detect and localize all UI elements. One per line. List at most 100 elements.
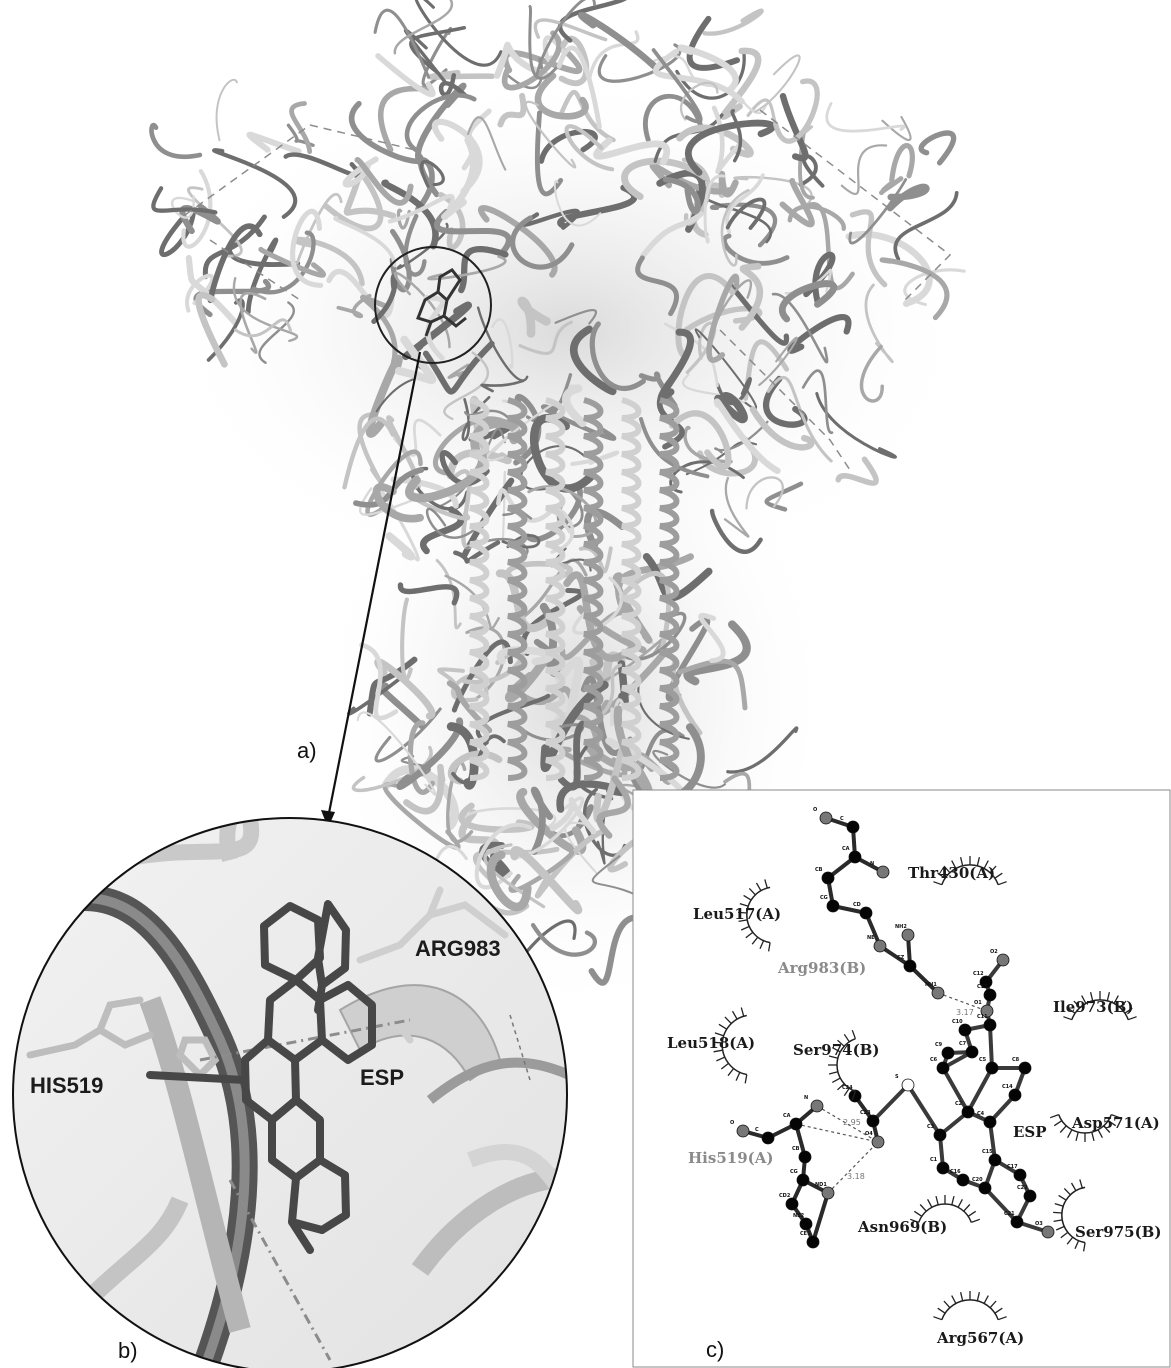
atom-label: C4 — [977, 1111, 985, 1117]
atom-label: CG — [820, 895, 828, 901]
ribbon-strand — [827, 104, 905, 132]
atom-label: O — [730, 1120, 734, 1126]
atom — [902, 929, 914, 941]
atom — [1011, 1216, 1023, 1228]
panel-label-c: c) — [706, 1337, 724, 1362]
atom-label: C2 — [955, 1101, 963, 1107]
residue-ser974: Ser974(B) — [793, 1041, 879, 1059]
atom-label: O1 — [974, 1000, 982, 1006]
atom — [942, 1047, 954, 1059]
atom-label: C5 — [979, 1057, 987, 1063]
panel-label-b: b) — [118, 1338, 138, 1363]
atom-label: C13 — [977, 984, 988, 990]
atom — [807, 1236, 819, 1248]
atom — [790, 1118, 802, 1130]
atom — [904, 960, 916, 972]
zoom-label-arg983: ARG983 — [415, 936, 501, 961]
atom — [867, 1115, 879, 1127]
residue-esp: ESP — [1013, 1123, 1047, 1141]
atom — [737, 1125, 749, 1137]
atom-label: NE2 — [793, 1213, 805, 1219]
atom-label: O2 — [990, 949, 998, 955]
atom-label: C10 — [952, 1019, 963, 1025]
atom — [762, 1132, 774, 1144]
atom-label: C7 — [959, 1041, 967, 1047]
bond — [990, 1025, 992, 1068]
residue-his519: His519(A) — [688, 1149, 773, 1167]
atom — [979, 1182, 991, 1194]
ribbon-strand — [705, 11, 762, 34]
atom — [820, 812, 832, 824]
residue-ser975: Ser975(B) — [1075, 1223, 1161, 1241]
atom — [799, 1151, 811, 1163]
atom-label: C1 — [930, 1157, 938, 1163]
atom-label: C3 — [927, 1124, 935, 1130]
residue-asn969: Asn969(B) — [857, 1218, 947, 1236]
atom — [934, 1129, 946, 1141]
atom-label: CB — [815, 867, 823, 873]
atom-label: CG — [790, 1169, 798, 1175]
atom — [800, 1218, 812, 1230]
atom-label: N — [870, 861, 874, 867]
ligplot-panel: OCCANCBCGCDNENH2CZNH1O2C12C13O1C11C10C7C… — [633, 790, 1170, 1367]
atom-label: S — [895, 1074, 899, 1080]
atom — [797, 1174, 809, 1186]
atom-label: CD — [853, 902, 861, 908]
atom — [849, 851, 861, 863]
atom — [966, 1046, 978, 1058]
atom — [827, 900, 839, 912]
atom-label: C21 — [1004, 1211, 1015, 1217]
residue-thr430: Thr430(A) — [908, 864, 995, 882]
atom-label: O — [813, 807, 817, 813]
atom — [811, 1100, 823, 1112]
atom-label: C17 — [1007, 1164, 1018, 1170]
atom — [984, 1019, 996, 1031]
atom — [877, 866, 889, 878]
atom — [786, 1198, 798, 1210]
atom-label: CD2 — [779, 1193, 791, 1199]
atom — [986, 1062, 998, 1074]
atom — [1042, 1226, 1054, 1238]
residue-arg983: Arg983(B) — [777, 959, 866, 977]
atom — [962, 1106, 974, 1118]
zoom-label-his519: HIS519 — [30, 1073, 103, 1098]
atom — [860, 907, 872, 919]
hbond-distance-2: 2.95 — [843, 1118, 861, 1127]
atom-label: CA — [842, 846, 850, 852]
ribbon-strand — [217, 80, 237, 140]
ribbon-strand — [153, 188, 215, 212]
atom — [902, 1079, 914, 1091]
atom — [937, 1062, 949, 1074]
panel-label-a: a) — [297, 738, 317, 763]
atom-label: C6 — [930, 1057, 938, 1063]
atom-label: C23 — [860, 1110, 871, 1116]
atom-label: O4 — [865, 1131, 873, 1137]
atom-label: C20 — [972, 1177, 983, 1183]
atom — [872, 1136, 884, 1148]
atom — [1024, 1190, 1036, 1202]
atom — [959, 1024, 971, 1036]
atom-label: C — [755, 1127, 759, 1133]
atom-label: CB — [792, 1146, 800, 1152]
atom-label: CA — [783, 1113, 791, 1119]
atom-label: NE — [867, 935, 875, 941]
atom — [957, 1174, 969, 1186]
atom-label: CE1 — [800, 1231, 811, 1237]
hbond-distance-3: 3.18 — [847, 1172, 865, 1181]
residue-arg567: Arg567(A) — [936, 1329, 1024, 1347]
atom — [847, 821, 859, 833]
ribbon-strand — [152, 125, 200, 157]
ribbon-strand — [416, 0, 501, 65]
hbond-distance-1: 3.17 — [956, 1008, 974, 1017]
atom — [997, 954, 1009, 966]
atom-label: N — [804, 1095, 808, 1101]
atom — [822, 872, 834, 884]
atom-label: NH2 — [895, 924, 907, 930]
atom — [984, 989, 996, 1001]
atom — [874, 940, 886, 952]
atom-label: C9 — [935, 1042, 943, 1048]
atom — [1019, 1062, 1031, 1074]
residue-asp571: Asp571(A) — [1071, 1114, 1160, 1132]
residue-leu518: Leu518(A) — [667, 1034, 755, 1052]
